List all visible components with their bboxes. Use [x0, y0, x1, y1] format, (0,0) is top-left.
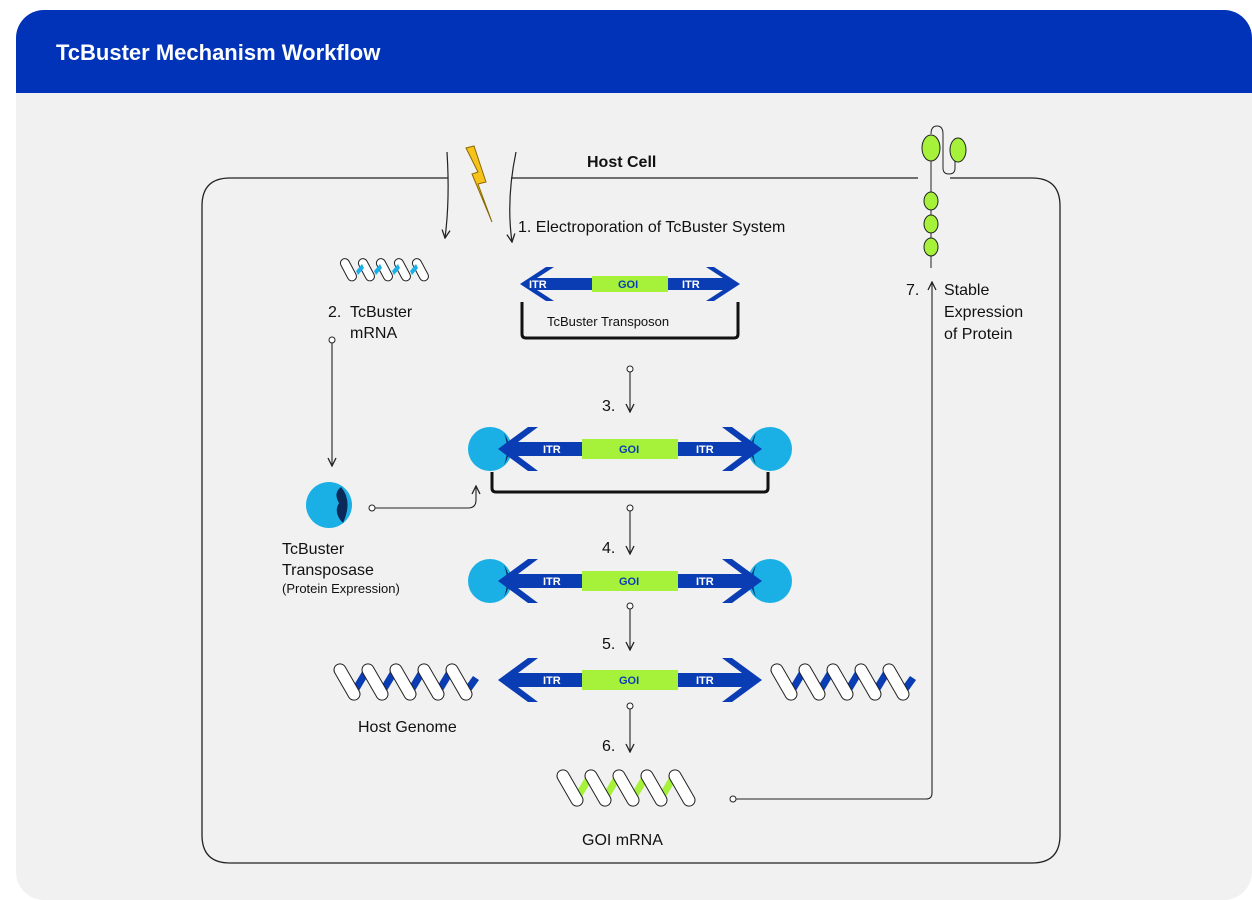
transposase-arrow-start: [368, 504, 376, 512]
itr-right-3: ITR: [696, 444, 714, 456]
step5-number: 5.: [602, 636, 615, 653]
transposon-backbone-3: [490, 472, 770, 494]
transposase-label-line3: (Protein Expression): [282, 581, 400, 596]
itr-left-3: ITR: [543, 444, 561, 456]
step4-number: 4.: [602, 540, 615, 557]
transposase-label-line1: TcBuster: [282, 541, 345, 558]
goi-4: GOI: [619, 576, 639, 588]
header-bar: TcBuster Mechanism Workflow: [16, 10, 1252, 93]
host-genome-label: Host Genome: [358, 719, 457, 736]
goi-5: GOI: [619, 675, 639, 687]
itr-left-4: ITR: [543, 576, 561, 588]
mrna-helix-icon: [339, 258, 429, 282]
mrna-helix-icon: [556, 769, 696, 807]
transposon-complex-4: [468, 559, 792, 603]
step3-arrow-start: [626, 365, 634, 373]
step6-arrow-start: [626, 702, 634, 710]
itr-right-1: ITR: [682, 279, 700, 291]
goi-mrna-label: GOI mRNA: [582, 832, 663, 849]
transposase-label-line2: Transposase: [282, 562, 374, 579]
host-cell-label: Host Cell: [587, 154, 656, 171]
step7-label-line3: of Protein: [944, 326, 1012, 343]
transposase-icon: [306, 482, 352, 528]
step2-label-line2: mRNA: [350, 325, 397, 342]
step5-arrow-start: [626, 602, 634, 610]
dna-helix-icon: [770, 663, 916, 701]
step7-number: 7.: [906, 282, 919, 299]
step6-number: 6.: [602, 738, 615, 755]
itr-right-5: ITR: [696, 675, 714, 687]
step3-number: 3.: [602, 398, 615, 415]
goi-3: GOI: [619, 444, 639, 456]
entry-arrow-transposon: [510, 151, 517, 242]
step4-arrow-start: [626, 504, 634, 512]
membrane-protein-icon: [921, 125, 967, 268]
step2-number: 2.: [328, 304, 341, 321]
itr-left-5: ITR: [543, 675, 561, 687]
transposon-backbone-1: [520, 302, 740, 340]
goi-1: GOI: [618, 279, 638, 291]
transposase-arrow: [375, 486, 476, 509]
entry-arrow-mrna: [445, 151, 448, 238]
itr-left-1: ITR: [529, 279, 547, 291]
step7-label-line2: Expression: [944, 304, 1023, 321]
page-title: TcBuster Mechanism Workflow: [56, 40, 381, 65]
step7-label-line1: Stable: [944, 282, 989, 299]
step7-arrow: [736, 282, 932, 800]
step2-label-line1: TcBuster: [350, 304, 413, 321]
itr-right-4: ITR: [696, 576, 714, 588]
step7-arrow-start: [729, 795, 737, 803]
lightning-bolt-icon: [465, 145, 493, 223]
step2-arrow-start: [328, 336, 336, 344]
step1-label: 1. Electroporation of TcBuster System: [518, 219, 785, 236]
host-cell-membrane: [201, 177, 1061, 864]
transposon-label: TcBuster Transposon: [547, 314, 669, 329]
dna-helix-icon: [333, 663, 479, 701]
transposon-complex-3: [468, 427, 792, 471]
